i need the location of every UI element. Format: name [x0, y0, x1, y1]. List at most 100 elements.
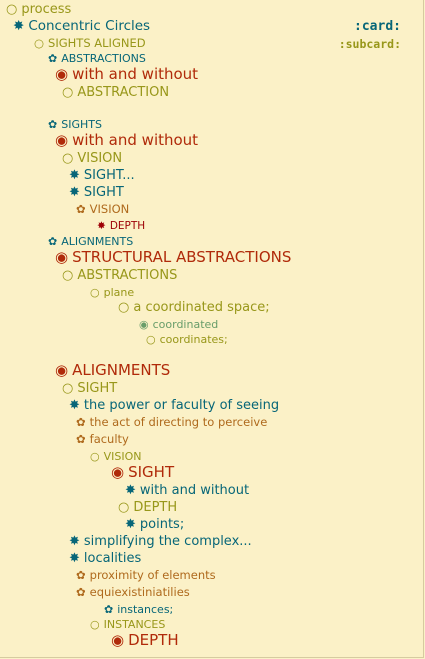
circle-icon: ○: [90, 618, 100, 631]
outline-item-depth[interactable]: ○DEPTH: [118, 501, 177, 514]
outline-item-structural-abstractions[interactable]: ◉STRUCTURAL ABSTRACTIONS: [55, 250, 291, 265]
outline-item-instances[interactable]: ○INSTANCES: [90, 619, 165, 630]
star-icon: ✸: [69, 185, 80, 200]
outline-label: VISION: [89, 202, 130, 216]
flower-icon: ✿: [76, 432, 86, 446]
outline-label: with and without: [72, 65, 199, 83]
outline-item-coordinates[interactable]: ○coordinates;: [146, 334, 228, 345]
flower-icon: ✿: [48, 52, 58, 65]
outline-item-proximity[interactable]: ✿proximity of elements: [76, 568, 216, 582]
outline-label: SIGHTS ALIGNED: [48, 36, 146, 50]
outline-label: INSTANCES: [103, 618, 166, 631]
circle-icon: ○: [62, 268, 74, 283]
outline-item-vision[interactable]: ✿VISION: [76, 202, 130, 216]
outline-label: the power or faculty of seeing: [83, 398, 280, 413]
outline-label: SIGHT: [83, 185, 124, 200]
flower-icon: ✿: [48, 118, 58, 131]
outline-label: ABSTRACTIONS: [77, 268, 178, 283]
outline-label: ABSTRACTIONS: [61, 52, 146, 65]
outline-label: SIGHTS: [61, 118, 102, 131]
circle-icon: ○: [62, 151, 74, 166]
outline-item-power-of-seeing[interactable]: ✸the power or faculty of seeing: [69, 399, 279, 412]
star-icon: ✸: [69, 168, 80, 183]
outline-label: ALIGNMENTS: [61, 235, 134, 248]
outline-item-sight-ellipsis[interactable]: ✸SIGHT...: [69, 169, 135, 182]
outline-label: simplifying the complex...: [83, 534, 252, 549]
outline-item-concentric-circles[interactable]: ✸Concentric Circles: [13, 18, 151, 34]
outline-item-points[interactable]: ✸points;: [125, 518, 184, 531]
outline-label: faculty: [89, 432, 129, 446]
star-icon: ✸: [69, 551, 80, 566]
outline-label: instances;: [117, 603, 174, 616]
outline-item-faculty[interactable]: ✿faculty: [76, 432, 129, 446]
outline-item-plane[interactable]: ○plane: [90, 287, 134, 298]
outline-item-instances-lower[interactable]: ✿instances;: [104, 604, 173, 615]
outline-label: ALIGNMENTS: [72, 361, 171, 379]
star-icon: ✸: [69, 398, 80, 413]
outline-label: with and without: [72, 131, 199, 149]
outline-label: plane: [103, 286, 135, 299]
subcard-tag: :subcard:: [338, 37, 401, 51]
bullseye-icon: ◉: [55, 361, 69, 379]
outline-item-with-and-without[interactable]: ◉with and without: [55, 133, 198, 148]
circle-icon: ○: [118, 300, 130, 315]
outline-label: DEPTH: [133, 500, 178, 515]
outline-label: a coordinated space;: [133, 300, 270, 315]
outline-item-vision[interactable]: ○VISION: [90, 451, 142, 462]
outline-label: VISION: [77, 151, 123, 166]
bullseye-icon: ◉: [139, 318, 149, 331]
outline-label: DEPTH: [128, 631, 179, 649]
outline-item-act-of-directing[interactable]: ✿the act of directing to perceive: [76, 415, 268, 429]
outline-label: the act of directing to perceive: [89, 415, 268, 429]
outline-item-localities[interactable]: ✸localities: [69, 552, 141, 565]
outline-item-abstractions[interactable]: ✿ABSTRACTIONS: [48, 53, 146, 64]
star-icon: ✸: [125, 483, 136, 498]
outline-label: with and without: [139, 483, 250, 498]
outline-label: SIGHT...: [83, 168, 135, 183]
star-icon: ✸: [69, 534, 80, 549]
outline-item-simplifying[interactable]: ✸simplifying the complex...: [69, 535, 252, 548]
outline-label: points;: [139, 517, 185, 532]
outline-item-alignments[interactable]: ◉ALIGNMENTS: [55, 363, 170, 378]
outline-item-depth[interactable]: ✸DEPTH: [97, 221, 145, 232]
outline-item-process[interactable]: ○process: [6, 3, 71, 16]
outline-item-with-and-without[interactable]: ✸with and without: [125, 484, 249, 497]
flower-icon: ✿: [76, 585, 86, 599]
flower-icon: ✿: [48, 235, 58, 248]
flower-icon: ✿: [76, 202, 86, 216]
bullseye-icon: ◉: [55, 131, 69, 149]
circle-icon: ○: [146, 333, 156, 346]
star-icon: ✸: [97, 220, 106, 232]
outline-item-sights[interactable]: ✿SIGHTS: [48, 119, 102, 130]
outline-item-vision[interactable]: ○VISION: [62, 152, 122, 165]
outline-item-abstractions[interactable]: ○ABSTRACTIONS: [62, 269, 177, 282]
outline-item-with-and-without[interactable]: ◉with and without: [55, 67, 198, 82]
outline-item-alignments[interactable]: ✿ALIGNMENTS: [48, 236, 133, 247]
outline-item-sights-aligned[interactable]: ○SIGHTS ALIGNED: [34, 36, 146, 50]
outline-item-sight[interactable]: ○SIGHT: [62, 382, 117, 395]
outline-label: coordinates;: [159, 333, 228, 346]
outline-item-abstraction[interactable]: ○ABSTRACTION: [62, 86, 169, 99]
outline-label: Concentric Circles: [28, 18, 151, 34]
outline-label: coordinated: [152, 318, 219, 331]
outline-label: proximity of elements: [89, 568, 216, 582]
outline-label: localities: [83, 551, 142, 566]
bullseye-icon: ◉: [55, 248, 69, 266]
outline-item-sight[interactable]: ◉SIGHT: [111, 465, 174, 480]
outline-item-a-coordinated-space[interactable]: ○a coordinated space;: [118, 301, 270, 314]
circle-icon: ○: [118, 500, 130, 515]
circle-icon: ○: [34, 36, 45, 50]
bullseye-icon: ◉: [111, 463, 125, 481]
bullseye-icon: ◉: [55, 65, 69, 83]
outline-item-sight[interactable]: ✸SIGHT: [69, 186, 124, 199]
outline-item-equiexistiniatilies[interactable]: ✿equiexistiniatilies: [76, 585, 190, 599]
outline-label: SIGHT: [128, 463, 175, 481]
outline-item-coordinated[interactable]: ◉coordinated: [139, 319, 218, 330]
circle-icon: ○: [90, 286, 100, 299]
outline-label: DEPTH: [109, 220, 146, 232]
bullseye-icon: ◉: [111, 631, 125, 649]
outline-label: ABSTRACTION: [77, 85, 170, 100]
outline-item-depth[interactable]: ◉DEPTH: [111, 633, 179, 648]
flower-icon: ✿: [76, 415, 86, 429]
outline-label: process: [21, 2, 72, 17]
